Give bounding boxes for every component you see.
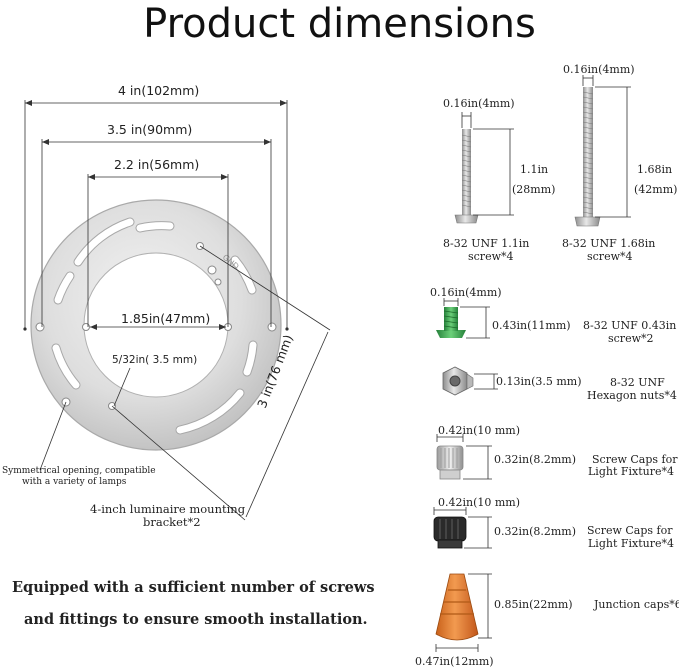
nut-name-2: Hexagon nuts*4 [587, 389, 677, 402]
black-cap-height: 0.32in(8.2mm) [494, 525, 577, 538]
junction-dimension-lines [435, 573, 492, 652]
long-screw-image [574, 87, 601, 227]
long-screw-name-2: screw*4 [587, 250, 633, 263]
dim-4in-label: 4 in(102mm) [118, 83, 200, 98]
long-screw-len-1: 1.68in [637, 163, 673, 176]
junction-width: 0.47in(12mm) [415, 655, 494, 668]
silver-cap-height: 0.32in(8.2mm) [494, 453, 577, 466]
short-screw-len-1: 1.1in [520, 163, 549, 176]
short-screw-width: 0.16in(4mm) [443, 97, 515, 110]
green-screw-name-1: 8-32 UNF 0.43in [583, 319, 677, 332]
junction-height: 0.85in(22mm) [494, 598, 573, 611]
black-cap-dimension-lines [433, 507, 492, 549]
caption-line2: and fittings to ensure smooth installati… [24, 611, 368, 628]
plate-dimension-arrows [23, 100, 289, 331]
short-screw-name-2: screw*4 [468, 250, 514, 263]
nut-name-1: 8-32 UNF [610, 376, 665, 389]
dim-2-2in-label: 2.2 in(56mm) [114, 157, 200, 172]
silver-cap-name-2: Light Fixture*4 [588, 465, 674, 478]
mounting-plate: GND [30, 199, 282, 451]
dim-hole-label: 5/32in( 3.5 mm) [112, 354, 198, 366]
long-screw-width: 0.16in(4mm) [563, 63, 635, 76]
green-screw-width: 0.16in(4mm) [430, 286, 502, 299]
plate-name-line2: bracket*2 [143, 515, 201, 529]
junction-name: Junction caps*6 [594, 598, 679, 611]
green-screw-image [436, 307, 466, 338]
short-screw-len-2: (28mm) [512, 183, 556, 196]
caption-line1: Equipped with a sufficient number of scr… [12, 579, 375, 596]
silver-cap-width: 0.42in(10 mm) [438, 424, 521, 437]
black-cap-name-2: Light Fixture*4 [588, 537, 674, 550]
dim-1-85in-label: 1.85in(47mm) [121, 311, 211, 326]
short-screw-name-1: 8-32 UNF 1.1in [443, 237, 530, 250]
dim-3-5in-label: 3.5 in(90mm) [107, 122, 193, 137]
plate-dimension-lines [24, 100, 331, 521]
opening-note-line1: Symmetrical opening, compatible [2, 466, 156, 476]
black-cap-name-1: Screw Caps for [587, 524, 673, 537]
green-screw-dimension-lines [443, 298, 490, 339]
short-screw-image [454, 129, 479, 224]
plate-name-line1: 4-inch luminaire mounting [90, 502, 246, 516]
silver-cap-name-1: Screw Caps for [592, 453, 678, 466]
hex-nut-image [442, 366, 474, 396]
green-screw-name-2: screw*2 [608, 332, 654, 345]
nut-dimension-lines [474, 373, 498, 390]
junction-cap-image [435, 573, 479, 641]
opening-note-line2: with a variety of lamps [22, 477, 127, 487]
long-screw-name-1: 8-32 UNF 1.68in [562, 237, 656, 250]
black-cap-image [433, 516, 467, 549]
green-screw-length: 0.43in(11mm) [492, 319, 571, 332]
nut-size: 0.13in(3.5 mm) [496, 375, 582, 388]
silver-cap-image [436, 445, 464, 480]
black-cap-width: 0.42in(10 mm) [438, 496, 521, 509]
silver-cap-dimension-lines [436, 434, 492, 480]
long-screw-len-2: (42mm) [634, 183, 678, 196]
page-title: Product dimensions [143, 1, 536, 47]
screw-dimension-lines [461, 75, 631, 218]
